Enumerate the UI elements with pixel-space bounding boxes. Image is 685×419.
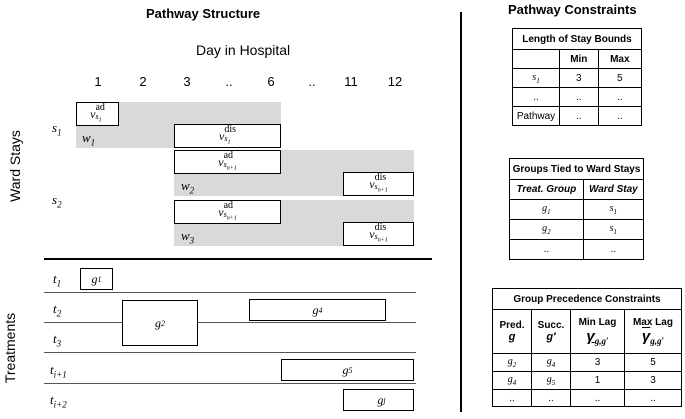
- day-label: 6: [267, 74, 275, 89]
- table-cell: 3: [559, 68, 599, 88]
- length-of-stay-table: Length of Stay Bounds Min Max s1 3 5 .. …: [512, 28, 643, 126]
- ward-label-w2: w2: [181, 178, 195, 196]
- table-cell: s1: [582, 199, 645, 220]
- table-cell: ..: [582, 239, 645, 260]
- day-label: 3: [183, 74, 191, 89]
- table-cell: ..: [597, 87, 643, 107]
- ward-stays-label: Ward Stays: [7, 130, 23, 202]
- ward-label-w3: w3: [181, 228, 195, 246]
- table-cell: ..: [512, 87, 560, 107]
- table-cell: 1: [570, 371, 625, 390]
- table-cell: ..: [597, 106, 643, 126]
- day-label: 2: [139, 74, 147, 89]
- panel-divider: [460, 12, 462, 412]
- table-header: Min: [559, 49, 599, 69]
- day-label: 11: [344, 74, 358, 89]
- treatment-row-label: t3: [53, 331, 62, 349]
- table-cell: g2: [492, 353, 532, 372]
- axis-title: Day in Hospital: [196, 42, 291, 58]
- table-cell: ..: [559, 106, 599, 126]
- table-header: Max: [597, 49, 643, 69]
- table-cell: ..: [492, 389, 532, 407]
- table-header: Ward Stay: [582, 179, 645, 200]
- stay-label-s1: s1: [52, 120, 62, 138]
- treatments-label: Treatments: [2, 312, 18, 384]
- table-header: [512, 49, 560, 69]
- treatment-row-line: [44, 352, 416, 353]
- treatment-row-line: [44, 322, 416, 323]
- table-header: Pred.g: [492, 309, 532, 354]
- group-precedence-table: Group Precedence Constraints Pred.g Succ…: [492, 288, 683, 407]
- table-caption: Groups Tied to Ward Stays: [509, 158, 644, 180]
- table-cell: ..: [570, 389, 625, 407]
- day-label: ..: [225, 74, 233, 89]
- table-cell: 5: [623, 353, 683, 372]
- day-label: 1: [94, 74, 102, 89]
- table-caption: Group Precedence Constraints: [492, 288, 682, 310]
- table-header: Succ.g′: [531, 309, 571, 354]
- table-cell: Pathway: [512, 106, 560, 126]
- day-label: 12: [387, 74, 403, 89]
- constraints-title: Pathway Constraints: [508, 2, 637, 17]
- table-header: Treat. Group: [509, 179, 584, 200]
- treatment-row-label: t1: [53, 271, 62, 289]
- table-cell: 5: [597, 68, 643, 88]
- treatment-row-label: ti+2: [50, 392, 67, 410]
- table-cell: g5: [531, 371, 571, 390]
- treatment-row-line: [44, 292, 416, 293]
- groups-tied-table: Groups Tied to Ward Stays Treat. Group W…: [509, 158, 645, 260]
- table-cell: 3: [570, 353, 625, 372]
- table-cell: s1: [512, 68, 560, 88]
- structure-title: Pathway Structure: [146, 6, 261, 21]
- ward-label-w1: w1: [82, 130, 96, 148]
- section-divider: [44, 258, 432, 260]
- treatment-row-label: ti+1: [50, 362, 67, 380]
- table-caption: Length of Stay Bounds: [512, 28, 642, 50]
- table-cell: s1: [582, 219, 645, 240]
- table-cell: ..: [623, 389, 683, 407]
- table-cell: ..: [559, 87, 599, 107]
- table-cell: ..: [531, 389, 571, 407]
- table-cell: ..: [509, 239, 584, 260]
- table-cell: 3: [623, 371, 683, 390]
- treatment-row-label: t2: [53, 301, 62, 319]
- table-cell: g4: [531, 353, 571, 372]
- treatment-row-line: [44, 383, 416, 384]
- day-label: ..: [308, 74, 316, 89]
- stay-label-s2: s2: [52, 192, 62, 210]
- table-cell: g2: [509, 219, 584, 240]
- table-cell: g4: [492, 371, 532, 390]
- table-cell: g1: [509, 199, 584, 220]
